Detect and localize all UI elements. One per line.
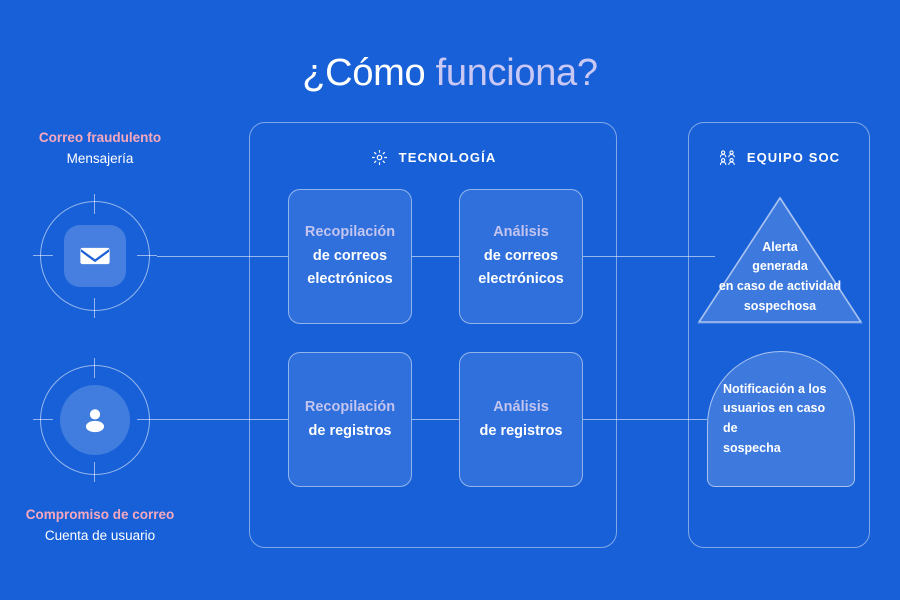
connector-analyzelog-to-notify [583, 419, 707, 421]
process-box-collect-mail-line3: electrónicos [307, 271, 393, 288]
left-label-fraudulent-mail-heading: Correo fraudulento [38, 130, 162, 145]
group-soc-team-header: EQUIPO SOC [689, 147, 869, 167]
page-title-primary: ¿Cómo [302, 52, 436, 94]
process-box-analyze-mail-line2: de correos [483, 247, 559, 264]
process-box-collect-logs[interactable]: Recopilación de registros [288, 352, 412, 487]
crosshair-tick-north [94, 358, 96, 378]
connector-collectlog-to-analyze [412, 419, 459, 421]
connector-collect-to-analyze [412, 256, 459, 258]
process-box-analyze-mail[interactable]: Análisis de correos electrónicos [459, 189, 583, 324]
process-box-analyze-logs-line2: de registros [479, 422, 563, 439]
left-label-fraudulent-mail-sub: Mensajería [66, 150, 134, 166]
page-title: ¿Cómo funciona? [0, 52, 900, 95]
process-box-collect-mail[interactable]: Recopilación de correos electrónicos [288, 189, 412, 324]
group-soc-team-label: EQUIPO SOC [746, 149, 841, 165]
envelope-icon [80, 247, 110, 265]
soc-output-alert-triangle[interactable]: Alerta generada en caso de actividad sos… [697, 196, 863, 324]
person-icon [85, 409, 105, 433]
left-label-compromised-mail: Compromiso de correo Cuenta de usuario [0, 505, 200, 547]
left-label-compromised-mail-sub: Cuenta de usuario [44, 527, 156, 543]
connector-analyze-to-alert [583, 256, 715, 258]
crosshair-tick-east [137, 419, 157, 421]
soc-output-notification-dome-text: Notificación a los usuarios en caso de s… [723, 381, 827, 455]
left-label-fraudulent-mail: Correo fraudulento Mensajería [0, 128, 200, 170]
left-label-compromised-mail-heading: Compromiso de correo [25, 507, 175, 522]
source-node-messaging [33, 194, 157, 318]
process-box-analyze-mail-line1: Análisis [493, 224, 549, 241]
person-disc [60, 385, 130, 455]
dome-fill [707, 351, 855, 487]
page-title-accent: funciona? [435, 52, 598, 94]
connector-email-to-collect [157, 256, 288, 258]
process-box-collect-mail-line2: de correos [312, 247, 388, 264]
connector-user-to-collect [157, 419, 288, 421]
envelope-tile [64, 225, 126, 287]
group-technology: TECNOLOGÍA [249, 122, 617, 548]
process-box-analyze-mail-line3: electrónicos [478, 271, 564, 288]
soc-output-notification-dome[interactable]: Notificación a los usuarios en caso de s… [707, 351, 855, 487]
gear-icon [370, 147, 390, 167]
triangle-outline [698, 197, 862, 323]
crosshair-tick-west [33, 255, 53, 257]
process-box-collect-logs-line2: de registros [308, 422, 392, 439]
crosshair-tick-north [94, 194, 96, 214]
process-box-collect-logs-line1: Recopilación [304, 399, 396, 416]
process-box-analyze-logs[interactable]: Análisis de registros [459, 352, 583, 487]
group-technology-header: TECNOLOGÍA [250, 147, 616, 167]
process-box-analyze-logs-line1: Análisis [493, 399, 549, 416]
crosshair-tick-south [94, 298, 96, 318]
crosshair-tick-south [94, 462, 96, 482]
crosshair-tick-east [137, 255, 157, 257]
crosshair-tick-west [33, 419, 53, 421]
soc-output-alert-triangle-text: Alerta generada en caso de actividad sos… [718, 239, 842, 313]
group-technology-label: TECNOLOGÍA [398, 149, 497, 165]
source-node-user-account [33, 358, 157, 482]
process-box-collect-mail-line1: Recopilación [304, 224, 396, 241]
people-group-icon [718, 147, 738, 167]
group-soc-team: EQUIPO SOC [688, 122, 870, 548]
